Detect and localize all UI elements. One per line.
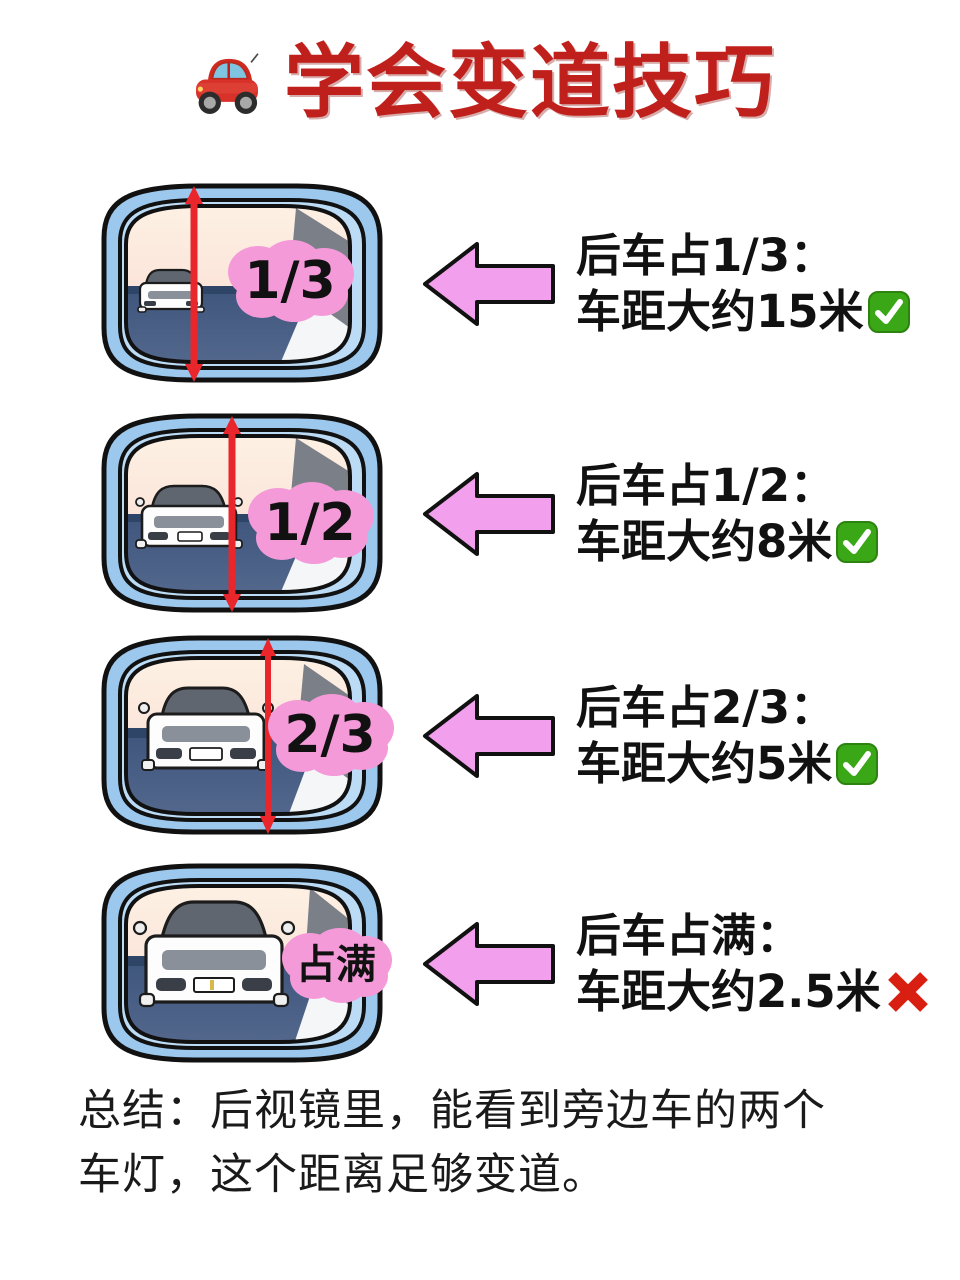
side-mirror-illustration: 1/2: [82, 408, 402, 620]
arrow-left-icon: [423, 922, 555, 1006]
page-header: 学会变道技巧: [0, 28, 960, 138]
check-mark-icon: [834, 519, 880, 565]
caption-line-2-wrap: 车距大约8米: [576, 515, 960, 568]
caption-line-2: 车距大约2.5米: [576, 965, 881, 1018]
page-title: 学会变道技巧: [284, 36, 776, 129]
summary-text: 总结：后视镜里，能看到旁边车的两个 车灯，这个距离足够变道。: [78, 1080, 908, 1207]
pointer-arrow: [414, 630, 564, 842]
side-mirror-icon: [101, 863, 383, 1063]
caption-line-2-wrap: 车距大约15米: [576, 285, 960, 338]
side-mirror-illustration: 1/3: [82, 178, 402, 390]
caption-line-1: 后车占1/3：: [576, 228, 836, 282]
caption-line-1: 后车占2/3：: [576, 680, 836, 734]
side-mirror-icon: [101, 413, 383, 613]
arrow-left-icon: [423, 242, 555, 326]
pointer-arrow: [414, 858, 564, 1070]
caption-line-2-wrap: 车距大约2.5米: [576, 965, 960, 1018]
car-medium: [135, 484, 243, 549]
cross-mark-icon: [883, 967, 933, 1017]
caption-line-2: 车距大约5米: [576, 737, 833, 790]
arrow-left-icon: [423, 472, 555, 556]
row-caption: 后车占满： 车距大约2.5米: [564, 908, 960, 1018]
mirror-row-full: 占满 后车占满： 车距大约2.5米: [0, 858, 960, 1070]
row-caption: 后车占2/3： 车距大约5米: [564, 680, 960, 790]
arrow-left-icon: [423, 694, 555, 778]
mirror-row-one-third: 1/3 后车占1/3： 车距大约15米: [0, 178, 960, 390]
car-xlarge: [132, 900, 296, 1008]
side-mirror-illustration: 占满: [82, 858, 402, 1070]
check-mark-icon: [866, 289, 912, 335]
summary-line-2: 车灯，这个距离足够变道。: [78, 1149, 606, 1200]
red-car-icon: [196, 53, 259, 114]
caption-line-2-wrap: 车距大约5米: [576, 737, 960, 790]
side-mirror-icon: [101, 183, 383, 383]
caption-line-1: 后车占1/2：: [576, 458, 836, 512]
side-mirror-illustration: 2/3: [82, 630, 402, 842]
summary-line-1: 总结：后视镜里，能看到旁边车的两个: [78, 1086, 826, 1136]
caption-line-1: 后车占满：: [576, 908, 802, 962]
measure-arrow-icon: [185, 186, 203, 382]
row-caption: 后车占1/3： 车距大约15米: [564, 228, 960, 338]
pointer-arrow: [414, 178, 564, 390]
pointer-arrow: [414, 408, 564, 620]
caption-line-2: 车距大约8米: [576, 515, 833, 568]
measure-arrow-icon: [223, 416, 241, 612]
check-mark-icon: [834, 741, 880, 787]
mirror-row-one-half: 1/2 后车占1/2： 车距大约8米: [0, 408, 960, 620]
side-mirror-icon: [101, 635, 383, 835]
caption-line-2: 车距大约15米: [576, 285, 864, 338]
mirror-row-two-thirds: 2/3 后车占2/3： 车距大约5米: [0, 630, 960, 842]
row-caption: 后车占1/2： 车距大约8米: [564, 458, 960, 568]
